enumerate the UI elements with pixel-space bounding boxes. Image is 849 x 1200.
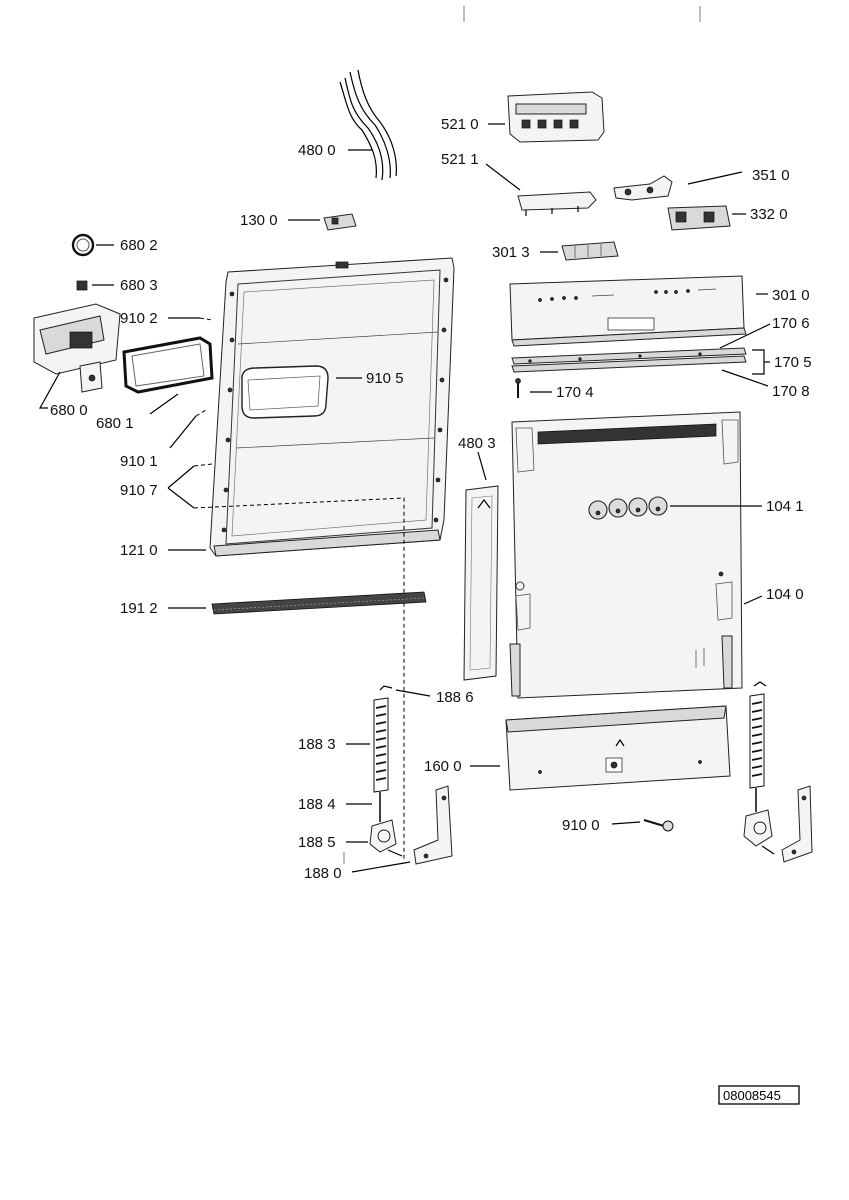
part-left-hinge-assembly — [369, 685, 453, 865]
leader-9107 — [167, 465, 195, 509]
callout-1884: 188 4 — [298, 796, 336, 813]
leader-1706 — [719, 323, 771, 349]
part-door-screw — [643, 819, 674, 832]
bracket-1705 — [752, 349, 765, 375]
callout-1705: 170 5 — [774, 354, 812, 371]
part-switch-module — [667, 205, 731, 231]
leader-9101 — [169, 415, 197, 449]
callout-1704: 170 4 — [556, 384, 594, 401]
leader-1886 — [395, 689, 431, 697]
leader-3510 — [687, 171, 743, 185]
part-control-module — [507, 91, 605, 143]
callout-1912: 191 2 — [120, 600, 158, 617]
part-door-switch — [323, 213, 357, 231]
callout-6801: 680 1 — [96, 415, 134, 432]
part-key-board — [517, 191, 597, 216]
callout-1885: 188 5 — [298, 834, 336, 851]
part-door-seal-strip — [211, 591, 427, 615]
leader-4803 — [477, 451, 487, 481]
callout-3510: 351 0 — [752, 167, 790, 184]
callout-1210: 121 0 — [120, 542, 158, 559]
part-wire-harness — [339, 69, 397, 181]
callout-3010: 301 0 — [772, 287, 810, 304]
part-dispenser-gasket — [122, 336, 214, 394]
callout-6803: 680 3 — [120, 277, 158, 294]
leader-6801 — [149, 393, 179, 415]
callout-5211: 521 1 — [441, 151, 479, 168]
callout-4803: 480 3 — [458, 435, 496, 452]
part-knobs — [588, 496, 668, 520]
leader-1708 — [721, 369, 769, 387]
leader-1880 — [351, 861, 411, 873]
part-panel-rails — [511, 347, 747, 373]
callout-1706: 170 6 — [772, 315, 810, 332]
callout-1600: 160 0 — [424, 758, 462, 775]
part-cable-cover — [463, 485, 499, 681]
document-code-box — [718, 1085, 800, 1105]
callout-9100: 910 0 — [562, 817, 600, 834]
part-kick-plate — [505, 705, 731, 791]
leader-5211 — [485, 163, 521, 191]
leader-6800 — [38, 371, 61, 409]
part-screw — [515, 378, 521, 398]
callout-5210: 521 0 — [441, 116, 479, 133]
callout-6802: 680 2 — [120, 237, 158, 254]
callout-9101: 910 1 — [120, 453, 158, 470]
callout-1708: 170 8 — [772, 383, 810, 400]
part-clip — [76, 280, 88, 291]
callout-1883: 188 3 — [298, 736, 336, 753]
leader-9100 — [611, 821, 641, 825]
part-outer-door — [509, 411, 743, 699]
callout-3013: 301 3 — [492, 244, 530, 261]
part-seal-ring — [71, 233, 95, 257]
callout-9105: 910 5 — [366, 370, 404, 387]
leader-1040 — [743, 595, 763, 605]
callout-9102: 910 2 — [120, 310, 158, 327]
callout-1880: 188 0 — [304, 865, 342, 882]
part-right-hinge-assembly — [743, 681, 813, 863]
callout-6800: 680 0 — [50, 402, 88, 419]
document-code: 08008545 — [723, 1088, 781, 1103]
callout-9107: 910 7 — [120, 482, 158, 499]
part-control-panel — [509, 275, 747, 347]
part-detergent-dispenser — [33, 303, 121, 393]
part-switch-bracket — [613, 175, 673, 201]
part-inner-door — [209, 257, 455, 557]
callout-1040: 104 0 — [766, 586, 804, 603]
callout-1041: 104 1 — [766, 498, 804, 515]
part-button-set — [561, 241, 619, 261]
callout-4800: 480 0 — [298, 142, 336, 159]
callout-3320: 332 0 — [750, 206, 788, 223]
callout-1300: 130 0 — [240, 212, 278, 229]
callout-1886: 188 6 — [436, 689, 474, 706]
